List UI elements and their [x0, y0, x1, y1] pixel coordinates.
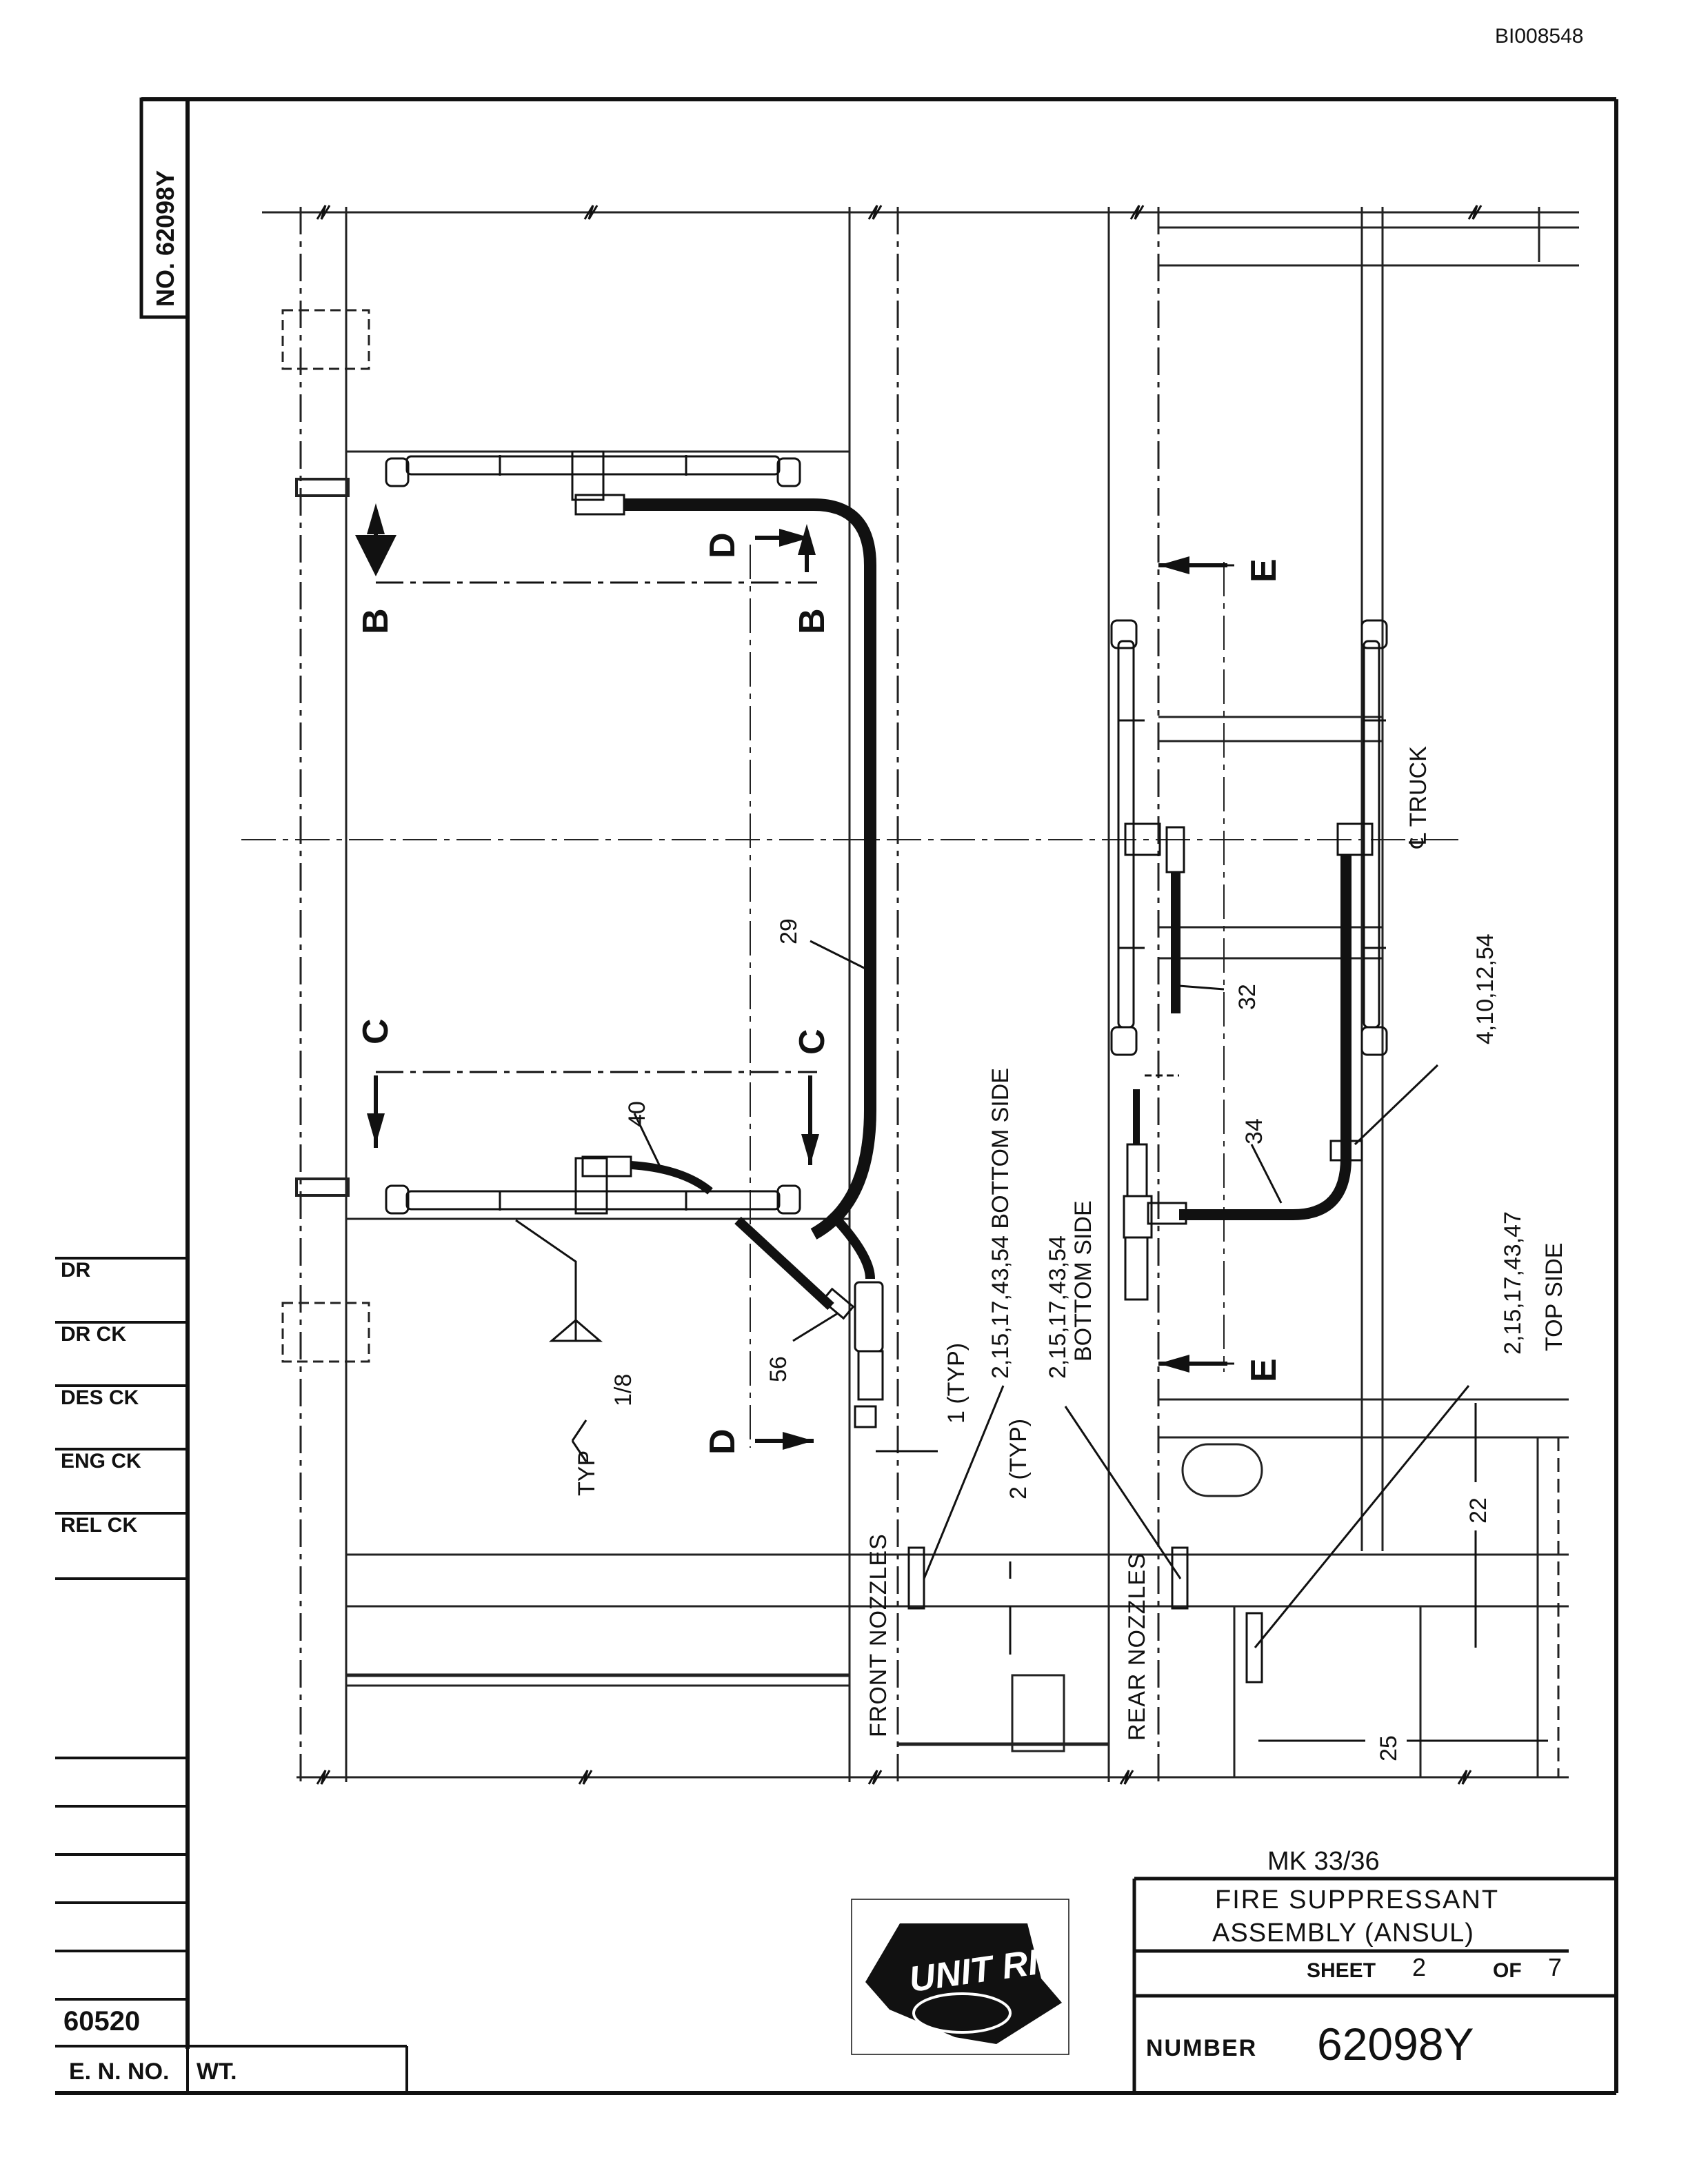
rear-nozzles-label: REAR NOZZLES	[1124, 1553, 1150, 1741]
callout-34: 34	[1241, 1118, 1267, 1144]
title-line-2: ASSEMBLY (ANSUL)	[1212, 1919, 1474, 1948]
front-nozzles-label: FRONT NOZZLES	[865, 1533, 892, 1737]
drawing-number-vertical: NO. 62098Y	[151, 170, 179, 307]
hose-29-lower	[827, 1210, 875, 1280]
centerlines	[241, 545, 1458, 1448]
drawing-number-tab: NO. 62098Y	[139, 97, 190, 319]
front-upper-manifold	[385, 450, 801, 516]
hose-29	[624, 498, 876, 1240]
rear-right-manifold	[1336, 619, 1388, 1056]
callout-front-bottom: 2,15,17,43,54 BOTTOM SIDE	[987, 1068, 1014, 1379]
truck-centerline-label: ℄ TRUCK	[1405, 746, 1431, 849]
weld-typ-label: TYP	[574, 1450, 600, 1496]
dim-1-typ: 1 (TYP)	[943, 1343, 969, 1424]
sheet-label: SHEET	[1307, 1959, 1376, 1982]
rev-row-des-ck: DES CK	[61, 1386, 139, 1409]
section-e-bottom: E	[1244, 1358, 1284, 1382]
nozzles	[907, 1546, 1263, 1684]
drawing-number: 62098Y	[1317, 2019, 1474, 2070]
sheet-border	[55, 97, 1618, 2095]
en-number-label: E. N. NO.	[69, 2059, 169, 2085]
front-lower-manifold	[385, 1155, 801, 1215]
revision-block	[55, 1257, 408, 2093]
section-d-top: D	[703, 532, 743, 558]
sheet-number: 2	[1412, 1953, 1426, 1981]
callout-40: 40	[624, 1101, 650, 1127]
dimension-lines	[876, 1403, 1548, 1742]
rear-left-manifold	[1110, 619, 1185, 1056]
dim-25: 25	[1376, 1735, 1402, 1761]
callout-56: 56	[765, 1356, 792, 1382]
hose-56	[734, 1216, 834, 1311]
rev-row-dr-ck: DR CK	[61, 1323, 126, 1346]
title-line-1: FIRE SUPPRESSANT	[1215, 1885, 1499, 1914]
title-block-frame	[1132, 1877, 1616, 2093]
document-id: BI008548	[1495, 25, 1583, 48]
section-b-right: B	[792, 608, 832, 634]
callout-top-nums: 2,15,17,43,47	[1500, 1211, 1526, 1355]
callout-top-side: TOP SIDE	[1541, 1243, 1567, 1351]
rev-row-eng-ck: ENG CK	[61, 1450, 141, 1473]
hose-34	[1179, 855, 1352, 1220]
rear-valve-assembly	[1123, 1074, 1363, 1301]
weld-size-label: 1/8	[610, 1374, 636, 1406]
section-c-left: C	[356, 1018, 396, 1044]
sheet-total: 7	[1548, 1953, 1562, 1981]
callout-4-10-12-54: 4,10,12,54	[1472, 933, 1498, 1044]
section-cut-lines	[355, 510, 1234, 1443]
dim-2-typ: 2 (TYP)	[1005, 1419, 1032, 1499]
callout-29: 29	[776, 918, 802, 944]
valve-assembly	[821, 1281, 884, 1428]
rev-row-rel-ck: REL CK	[61, 1514, 137, 1537]
callout-rear-bottom-side: BOTTOM SIDE	[1070, 1200, 1096, 1362]
leader-lines	[515, 940, 1470, 1648]
dim-22: 22	[1465, 1497, 1491, 1524]
en-number-value: 60520	[63, 2006, 140, 2036]
section-arrowheads	[367, 503, 1189, 1450]
weight-label: WT.	[197, 2059, 237, 2085]
section-b-left: B	[356, 608, 396, 634]
callout-32: 32	[1234, 984, 1260, 1010]
model-label: MK 33/36	[1267, 1847, 1380, 1876]
callout-rear-bottom-nums: 2,15,17,43,54	[1045, 1235, 1071, 1379]
section-e-top: E	[1244, 558, 1284, 583]
section-c-right: C	[792, 1029, 832, 1055]
number-label: NUMBER	[1146, 2035, 1257, 2061]
hose-40	[630, 1161, 713, 1195]
section-d-bottom: D	[703, 1428, 743, 1455]
break-marks	[316, 205, 1483, 1785]
rev-row-dr: DR	[61, 1259, 91, 1282]
unit-rig-logo: UNIT RIG	[851, 1899, 1069, 2055]
of-label: OF	[1493, 1959, 1522, 1982]
frame-structure	[262, 207, 1579, 1782]
